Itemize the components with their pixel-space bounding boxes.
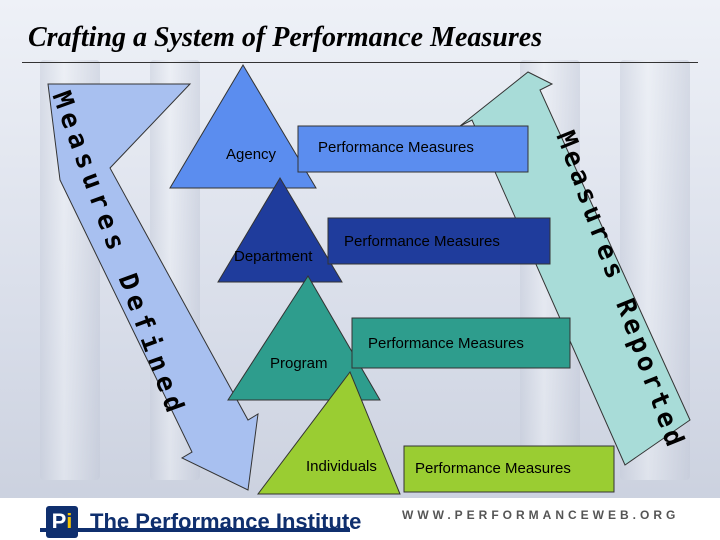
logo-underline bbox=[40, 528, 350, 532]
slide-title: Crafting a System of Performance Measure… bbox=[28, 22, 543, 53]
measures-box-program bbox=[351, 317, 571, 369]
triangle-individuals bbox=[256, 370, 401, 495]
measures-box-department bbox=[327, 217, 551, 265]
level-label-program: Program bbox=[270, 355, 328, 372]
measures-label-program: Performance Measures bbox=[368, 335, 524, 352]
measures-label-individuals: Performance Measures bbox=[415, 460, 571, 477]
logo-mark-i: i bbox=[66, 509, 73, 534]
measures-box-agency bbox=[297, 125, 529, 173]
level-label-department: Department bbox=[234, 248, 313, 265]
triangle-agency bbox=[169, 64, 317, 189]
measures-defined-arrow bbox=[47, 83, 259, 491]
triangle-program bbox=[227, 275, 381, 401]
measures-box-individuals bbox=[403, 445, 615, 493]
logo-mark-p: P bbox=[51, 509, 67, 534]
level-label-individuals: Individuals bbox=[306, 458, 377, 475]
measures-label-department: Performance Measures bbox=[344, 233, 500, 250]
footer-bar bbox=[0, 498, 720, 540]
website-url: WWW.PERFORMANCEWEB.ORG bbox=[402, 508, 680, 522]
level-label-agency: Agency bbox=[226, 146, 277, 163]
title-rule bbox=[22, 62, 698, 63]
triangle-department bbox=[217, 177, 343, 283]
measures-label-agency: Performance Measures bbox=[318, 139, 474, 156]
